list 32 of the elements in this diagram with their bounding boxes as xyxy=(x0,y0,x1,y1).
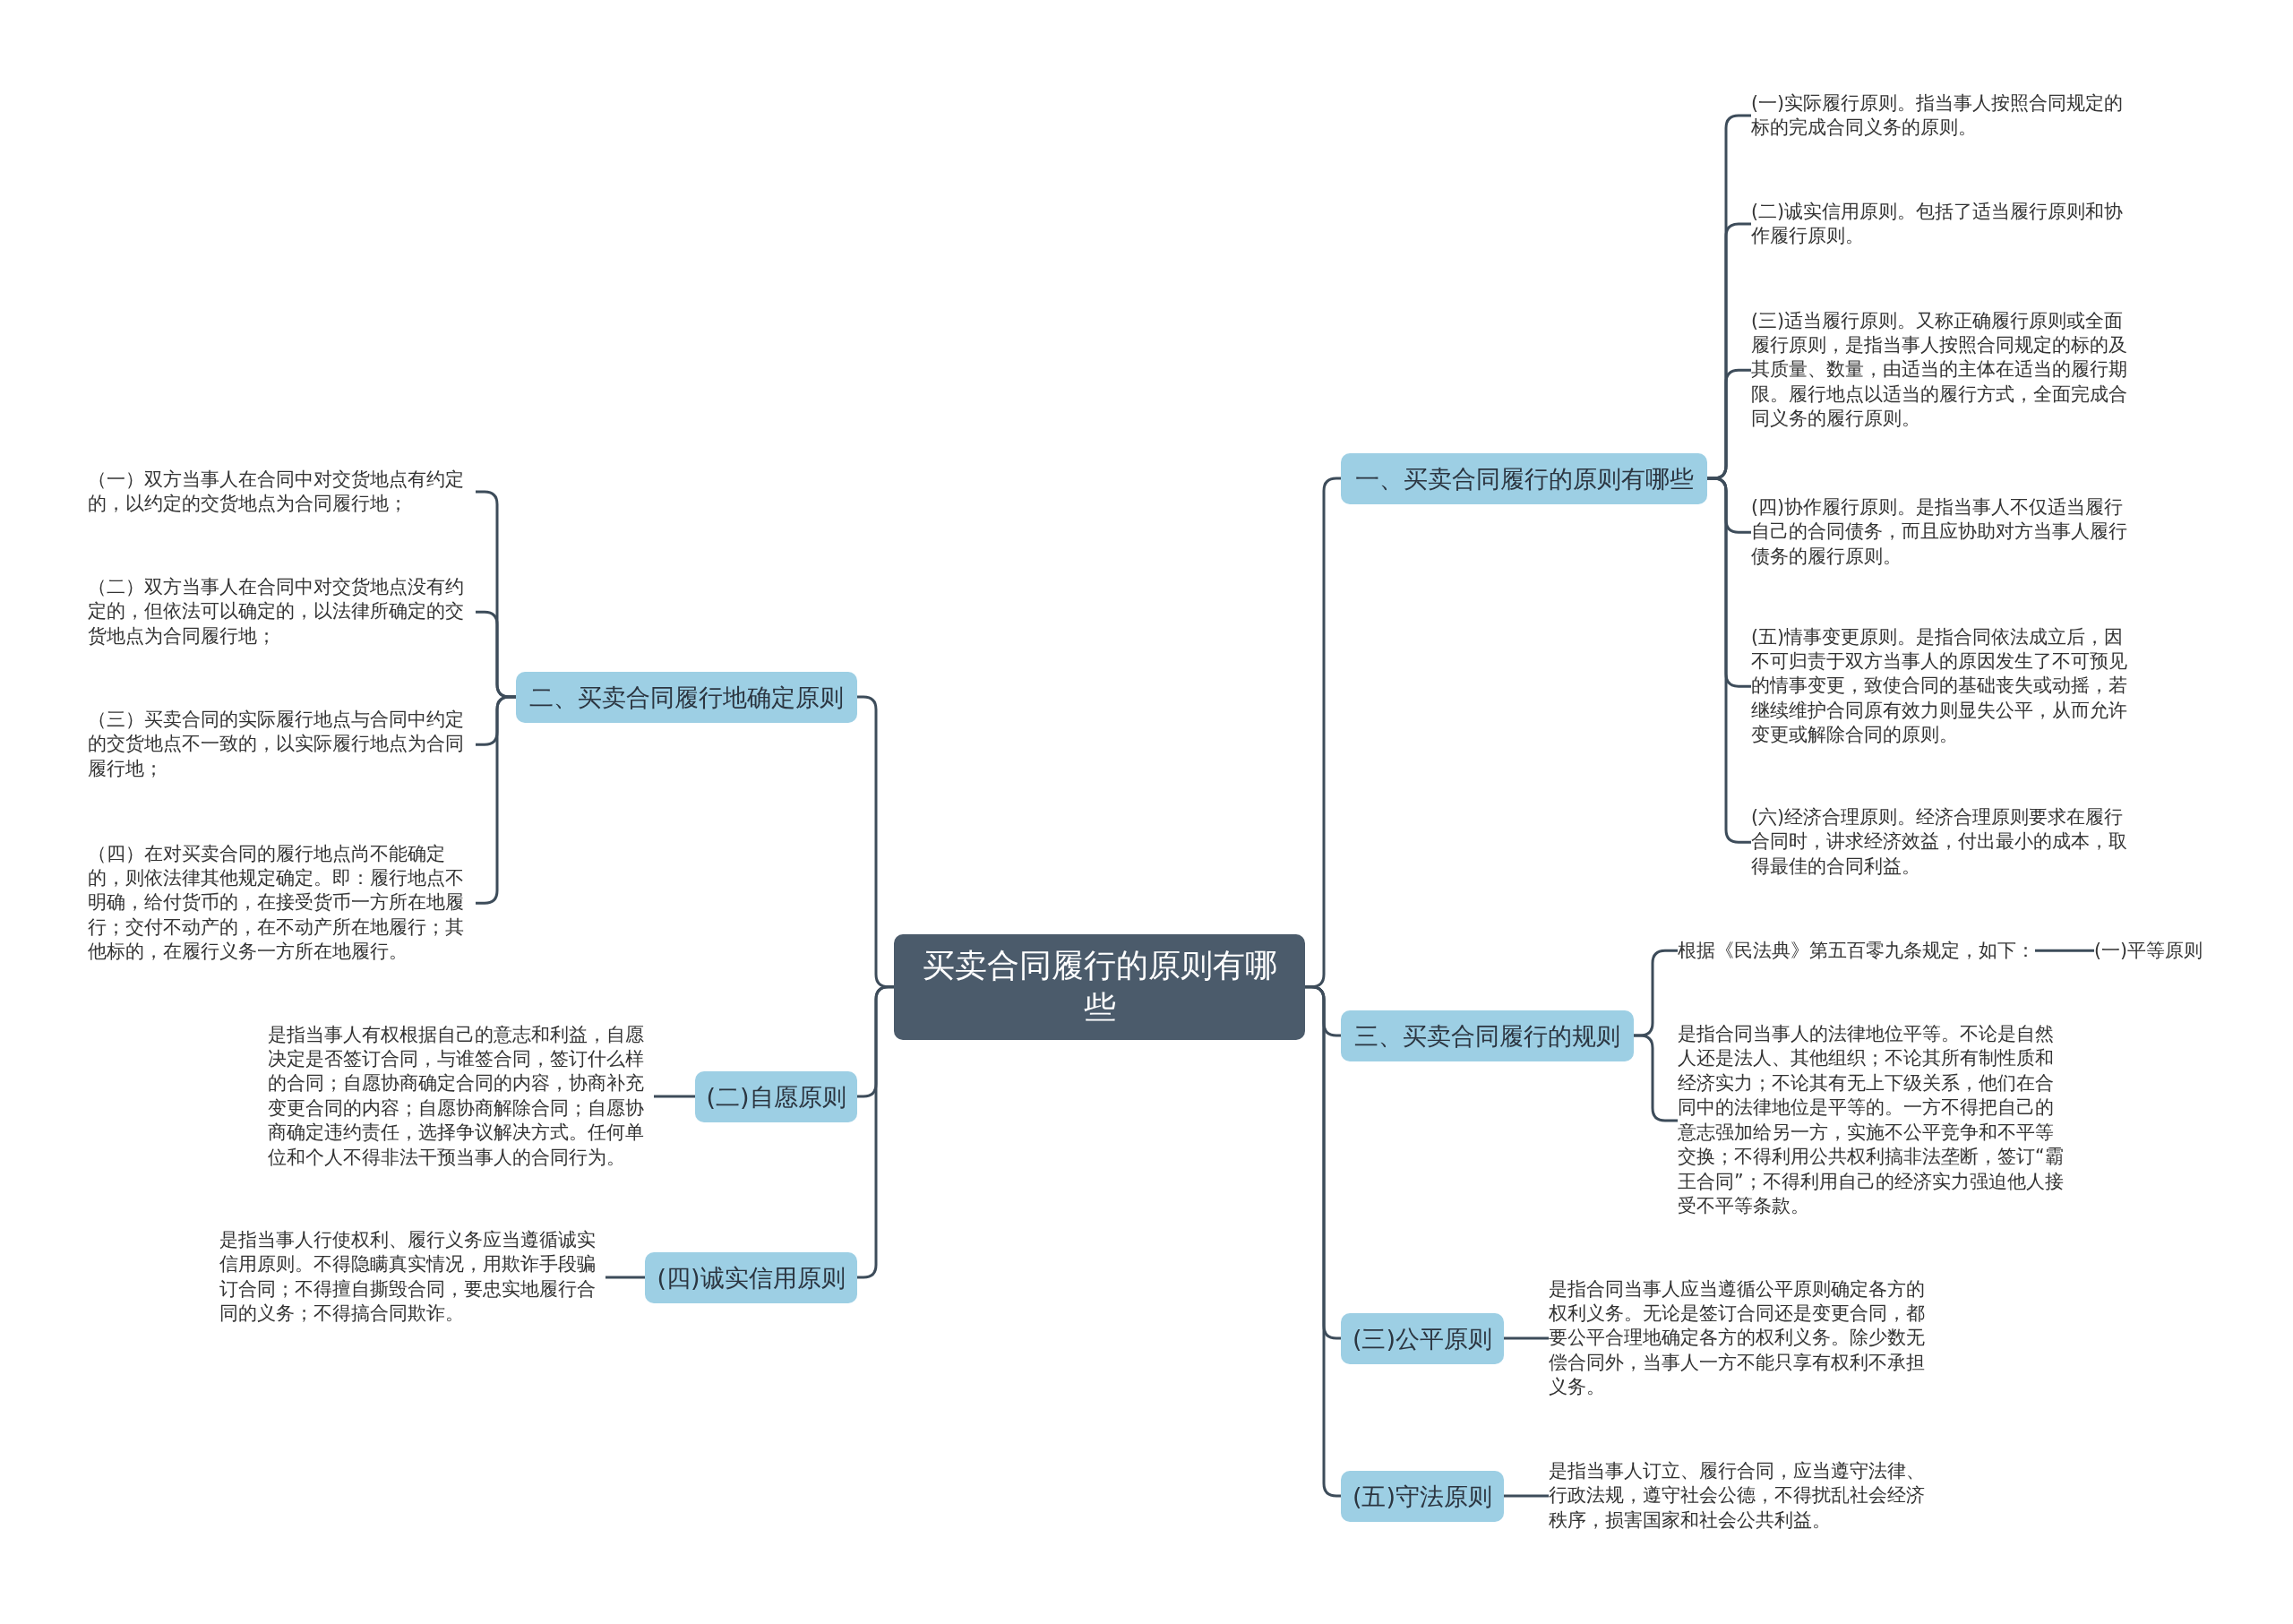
note-text: (六)经济合理原则。经济合理原则要求在履行合同时，讲求经济效益，付出最小的成本，取得最佳的合同利益。 xyxy=(1751,805,2138,880)
note-text: (三)适当履行原则。又称正确履行原则或全面履行原则，是指当事人按照合同规定的标的及其质量、数量，由适当的主体在适当的履行期限。履行地点以适当的履行方式，全面完成合同义务的履行原则。 xyxy=(1751,308,2138,432)
connector-line xyxy=(857,985,894,1279)
topic-box: (四)诚实信用原则 xyxy=(645,1251,857,1303)
topic-box: (三)公平原则 xyxy=(1341,1312,1504,1364)
connector-line xyxy=(2035,949,2094,952)
note-text: (二)诚实信用原则。包括了适当履行原则和协作履行原则。 xyxy=(1751,199,2138,249)
topic-box: (五)守法原则 xyxy=(1341,1470,1504,1522)
topic-box: (二)自愿原则 xyxy=(695,1070,857,1122)
note-text: 是指当事人行使权利、履行义务应当遵循诚实信用原则。不得隐瞒真实情况，用欺诈手段骗订合同；不得擅自撕毁合同，要忠实地履行合同的义务；不得搞合同欺诈。 xyxy=(219,1228,605,1327)
note-text: 是指合同当事人的法律地位平等。不论是自然人还是法人、其他组织；不论其所有制性质和经济实力；不论其有无上下级关系，他们在合同中的法律地位是平等的。一方不得把自己的意志强加给另一方，实施不公平竞争和不平等交换；不得利用公共权利搞非法垄断，签订“霸王合同”；不得利用自己的经济实力强迫他人接受不平等条款。 xyxy=(1678,1022,2065,1219)
note-text: 根据《民法典》第五百零九条规定，如下： xyxy=(1678,938,2035,963)
note-text: （一）双方当事人在合同中对交货地点有约定的，以约定的交货地点为合同履行地； xyxy=(88,467,476,517)
connector-line xyxy=(1707,477,1751,844)
topic-box: 三、买卖合同履行的规则 xyxy=(1341,1010,1634,1061)
note-text: 是指合同当事人应当遵循公平原则确定各方的权利义务。无论是签订合同还是变更合同，都要公平合理地确定各方的权利义务。除少数无偿合同外，当事人一方不能只享有权利不承担义务。 xyxy=(1549,1276,1936,1400)
note-text: (五)情事变更原则。是指合同依法成立后，因不可归责于双方当事人的原因发生了不可预见的情事变更，致使合同的基础丧失或动摇，若继续维护合同原有效力则显失公平，从而允许变更或解除合同的原则。 xyxy=(1751,624,2138,748)
note-text: 是指当事人订立、履行合同，应当遵守法律、行政法规，遵守社会公德，不得扰乱社会经济秩序，损害国家和社会公共利益。 xyxy=(1549,1459,1936,1534)
note-text: (一)实际履行原则。指当事人按照合同规定的标的完成合同义务的原则。 xyxy=(1751,90,2138,141)
connector-line xyxy=(654,1095,695,1098)
note-text: (一)平等原则 xyxy=(2094,938,2203,963)
note-text: （三）买卖合同的实际履行地点与合同中约定的交货地点不一致的，以实际履行地点为合同履行地； xyxy=(88,708,476,782)
connector-line xyxy=(605,1276,645,1279)
connector-line xyxy=(1504,1494,1549,1498)
topic-box: 一、买卖合同履行的原则有哪些 xyxy=(1341,452,1707,504)
note-text: （二）双方当事人在合同中对交货地点没有约定的，但依法可以确定的，以法律所确定的交货地点为合同履行地； xyxy=(88,575,476,649)
note-text: （四）在对买卖合同的履行地点尚不能确定的，则依法律其他规定确定。即：履行地点不明确，给付货币的，在接受货币一方所在地履行；交付不动产的，在不动产所在地履行；其他标的，在履行义务一方所在地履行。 xyxy=(88,841,476,965)
note-text: (四)协作履行原则。是指当事人不仅适当履行自己的合同债务，而且应协助对方当事人履行债务的履行原则。 xyxy=(1751,495,2138,570)
note-text: 是指当事人有权根据自己的意志和利益，自愿决定是否签订合同，与谁签合同，签订什么样的合同；自愿协商确定合同的内容，协商补充变更合同的内容；自愿协商解除合同；自愿协商确定违约责任，选择争议解决方式。任何单位和个人不得非法干预当事人的合同行为。 xyxy=(268,1022,654,1171)
topic-box: 二、买卖合同履行地确定原则 xyxy=(516,671,857,723)
connector-line xyxy=(1504,1336,1549,1340)
central-topic-box: 买卖合同履行的原则有哪些 xyxy=(894,934,1305,1040)
